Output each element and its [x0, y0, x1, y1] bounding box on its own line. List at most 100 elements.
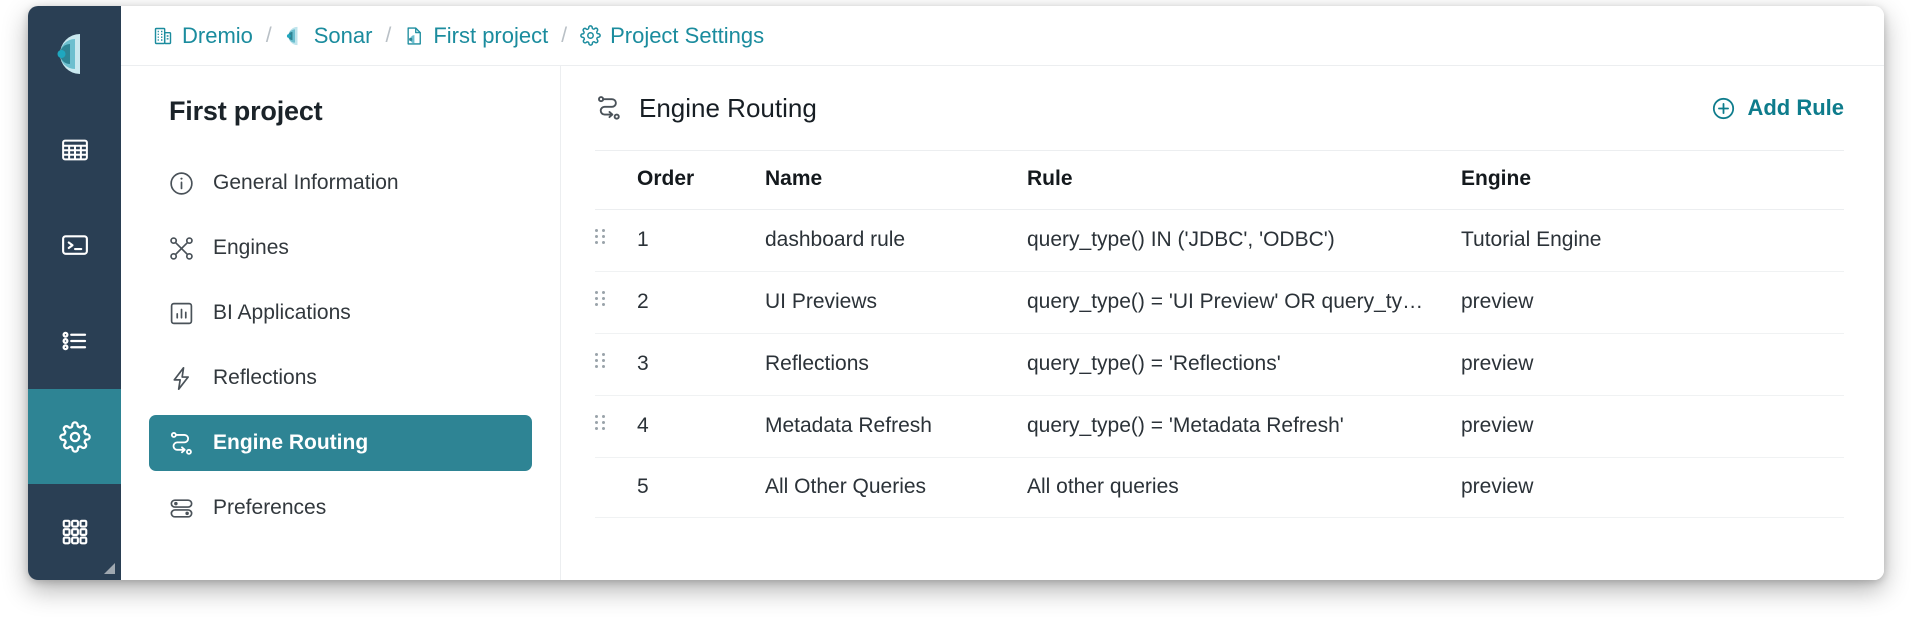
cell-order: 1	[637, 209, 765, 272]
cell-order: 4	[637, 395, 765, 458]
rail-item-sql-runner[interactable]	[28, 197, 121, 293]
rail-item-dremio-logo[interactable]	[28, 6, 121, 102]
add-rule-button[interactable]: Add Rule	[1711, 95, 1844, 121]
table-header: Order Name Rule Engine	[595, 150, 1844, 210]
drag-handle-icon[interactable]	[595, 289, 607, 309]
building-icon	[153, 26, 173, 46]
cell-engine: preview	[1461, 333, 1844, 396]
cell-engine: preview	[1461, 457, 1844, 518]
drag-handle-icon[interactable]	[595, 227, 607, 247]
row-drag-handle-cell	[595, 457, 637, 518]
sidebar-item-bi-applications[interactable]: BI Applications	[149, 285, 532, 341]
sidebar-item-label: Engines	[213, 236, 289, 259]
row-drag-handle-cell[interactable]	[595, 395, 637, 458]
drag-handle-icon[interactable]	[595, 351, 607, 371]
cell-rule: query_type() = 'UI Preview' OR query_ty…	[1027, 271, 1461, 334]
apps-grid-icon	[60, 517, 90, 547]
row-drag-handle-cell[interactable]	[595, 209, 637, 272]
lightning-bolt-icon	[167, 364, 195, 392]
breadcrumb-item-sonar[interactable]: Sonar	[285, 23, 372, 49]
rail-item-jobs[interactable]	[28, 293, 121, 389]
cell-name: UI Previews	[765, 271, 1027, 334]
grid-table-icon	[60, 135, 90, 165]
content-header: Engine Routing Add Rule	[561, 66, 1884, 150]
project-file-icon	[404, 26, 424, 46]
content-title-wrap: Engine Routing	[595, 93, 817, 124]
breadcrumb: Dremio / Sonar /	[121, 6, 1884, 66]
cell-engine: preview	[1461, 271, 1844, 334]
cell-rule: query_type() IN ('JDBC', 'ODBC')	[1027, 209, 1461, 272]
column-header-name[interactable]: Name	[765, 150, 1027, 210]
engine-routing-icon	[595, 94, 623, 122]
sidebar-item-general-information[interactable]: General Information	[149, 155, 532, 211]
breadcrumb-item-project-settings[interactable]: Project Settings	[580, 23, 764, 49]
plus-circle-icon	[1711, 96, 1736, 121]
resize-corner-handle[interactable]	[104, 563, 115, 574]
main-region: Dremio / Sonar /	[121, 6, 1884, 580]
sidebar-item-label: BI Applications	[213, 301, 351, 324]
application-window: Dremio / Sonar /	[28, 6, 1884, 580]
breadcrumb-label: Dremio	[182, 22, 253, 48]
cell-rule: All other queries	[1027, 457, 1461, 518]
breadcrumb-separator: /	[265, 23, 272, 47]
rail-item-apps-launcher[interactable]	[28, 484, 121, 580]
sidebar-item-engine-routing[interactable]: Engine Routing	[149, 415, 532, 471]
engine-routing-icon	[167, 429, 195, 457]
sidebar-item-label: General Information	[213, 171, 399, 194]
table-header-row: Order Name Rule Engine	[595, 150, 1844, 210]
breadcrumb-separator: /	[561, 23, 568, 47]
sidebar-item-preferences[interactable]: Preferences	[149, 480, 532, 536]
page-title: First project	[169, 96, 323, 126]
breadcrumb-separator: /	[385, 23, 392, 47]
row-drag-handle-cell[interactable]	[595, 271, 637, 334]
content-title: Engine Routing	[639, 92, 817, 123]
breadcrumb-label: First project	[433, 22, 549, 48]
dremio-logo-icon	[54, 33, 96, 75]
sidebar-item-engines[interactable]: Engines	[149, 220, 532, 276]
breadcrumb-item-dremio[interactable]: Dremio	[153, 23, 253, 49]
sidebar-item-label: Reflections	[213, 366, 317, 389]
project-settings-nav: First project General Information	[121, 66, 561, 580]
body-split: First project General Information	[121, 66, 1884, 580]
cell-rule: query_type() = 'Metadata Refresh'	[1027, 395, 1461, 458]
breadcrumb-item-first-project[interactable]: First project	[404, 23, 548, 49]
breadcrumb-label: Project Settings	[610, 22, 765, 48]
engines-node-icon	[167, 234, 195, 262]
rail-item-datasets[interactable]	[28, 102, 121, 198]
cell-order: 3	[637, 333, 765, 396]
drag-handle-icon[interactable]	[595, 413, 607, 433]
primary-nav-rail	[28, 6, 121, 580]
sidebar-item-label: Engine Routing	[213, 431, 369, 454]
rail-item-settings[interactable]	[28, 388, 121, 485]
sidebar-item-reflections[interactable]: Reflections	[149, 350, 532, 406]
toggles-icon	[167, 494, 195, 522]
cell-order: 5	[637, 457, 765, 518]
column-header-handle	[595, 150, 637, 210]
add-rule-label: Add Rule	[1747, 95, 1844, 120]
sonar-icon	[285, 26, 305, 46]
bar-chart-icon	[167, 299, 195, 327]
cell-name: All Other Queries	[765, 457, 1027, 518]
column-header-rule[interactable]: Rule	[1027, 150, 1461, 210]
column-header-order[interactable]: Order	[637, 150, 765, 210]
row-drag-handle-cell[interactable]	[595, 333, 637, 396]
list-icon	[60, 326, 90, 356]
cell-order: 2	[637, 271, 765, 334]
cell-engine: Tutorial Engine	[1461, 209, 1844, 272]
cell-rule: query_type() = 'Reflections'	[1027, 333, 1461, 396]
gear-icon	[58, 420, 91, 453]
info-circle-icon	[167, 169, 195, 197]
cell-name: Reflections	[765, 333, 1027, 396]
cell-name: dashboard rule	[765, 209, 1027, 272]
terminal-icon	[60, 230, 90, 260]
cell-engine: preview	[1461, 395, 1844, 458]
cell-name: Metadata Refresh	[765, 395, 1027, 458]
column-header-engine[interactable]: Engine	[1461, 150, 1844, 210]
